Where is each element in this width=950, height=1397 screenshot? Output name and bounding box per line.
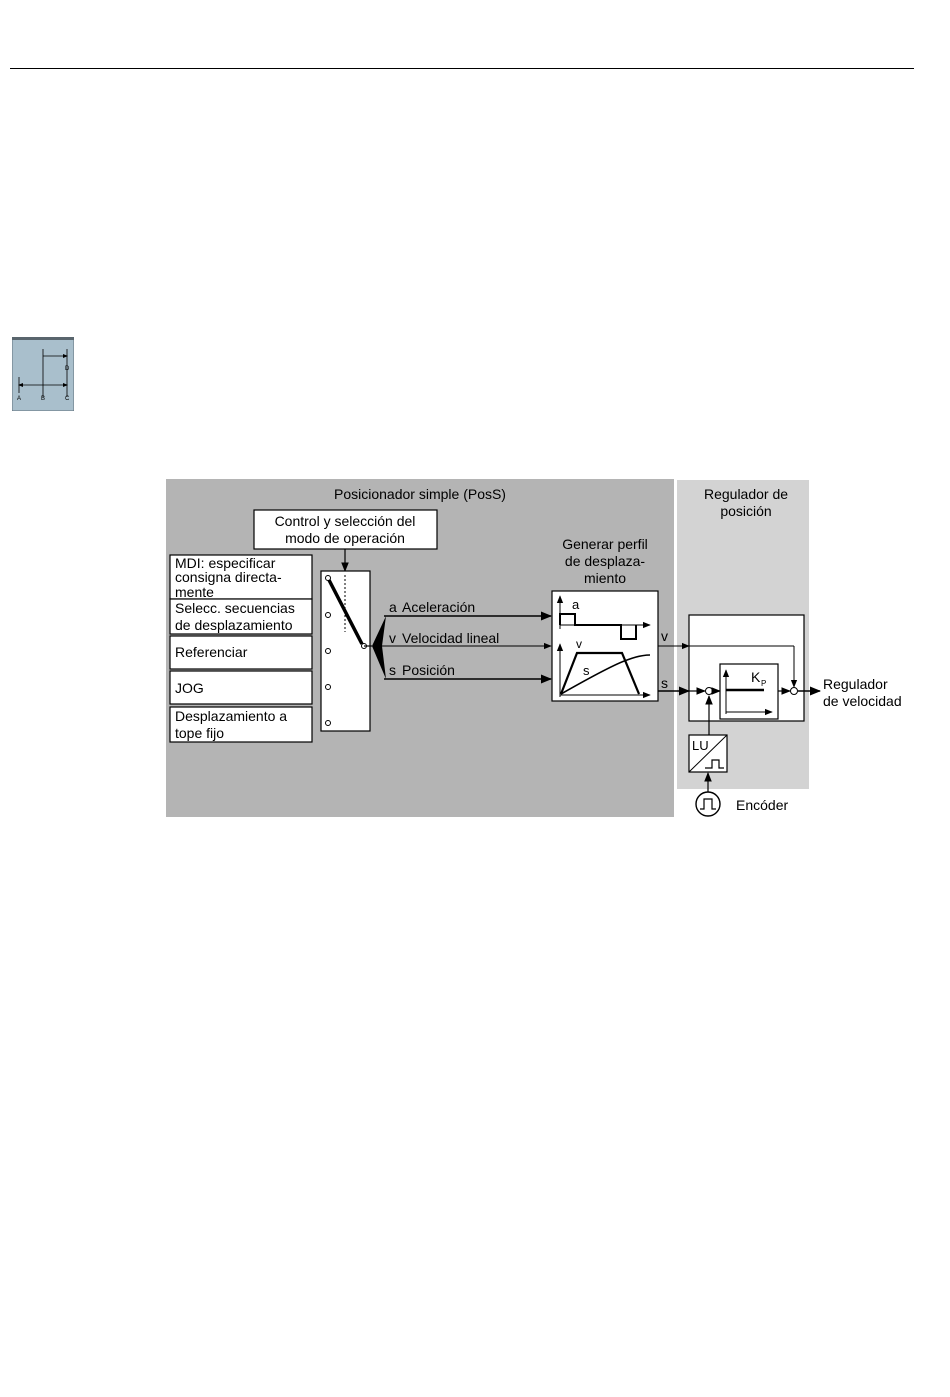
output-label-line1: Regulador [823, 676, 888, 692]
encoder-icon [695, 791, 721, 817]
summing-junction-2 [790, 687, 798, 695]
signal-v-letter: v [389, 630, 396, 646]
mode-mdi-line2: consigna directa- [175, 569, 282, 585]
signal-v-label: Velocidad lineal [402, 630, 499, 646]
profile-title-line3: miento [584, 570, 626, 586]
signal-a-letter: a [389, 599, 397, 615]
control-box-line1: Control y selección del [275, 513, 416, 529]
icon-letter-c: C [65, 396, 70, 402]
profile-title-line1: Generar perfil [562, 536, 648, 552]
control-box [253, 509, 438, 550]
signal-a-label: Aceleración [402, 599, 475, 615]
kp-subscript: P [761, 679, 766, 688]
signal-s-letter: s [389, 662, 396, 678]
regulator-title-line2: posición [720, 503, 771, 519]
header-rule [10, 68, 914, 69]
mode-mdi-line3: mente [175, 584, 214, 600]
icon-letter-a: A [17, 396, 21, 402]
kp-gain-box [719, 663, 779, 720]
out-s-label: s [661, 675, 668, 691]
mode-jog: JOG [175, 680, 204, 696]
regulator-title-line1: Regulador de [704, 486, 788, 502]
poss-title: Posicionador simple (PosS) [334, 486, 506, 502]
summing-junction-1 [705, 687, 713, 695]
mode-box-tope-fijo [169, 706, 313, 743]
mode-box-jog [169, 670, 313, 705]
mode-box-secuencias [169, 598, 313, 635]
icon-letter-b: B [41, 396, 45, 402]
mode-referenciar: Referenciar [175, 644, 248, 660]
signal-s-label: Posición [402, 662, 455, 678]
mode-tope-fijo-line1: Desplazamiento a [175, 708, 287, 724]
mode-box-referenciar [169, 635, 313, 670]
profile-generator-box [551, 590, 659, 702]
profile-v-letter: v [576, 637, 582, 651]
kp-label: K [751, 669, 761, 685]
mode-secuencias-line1: Selecc. secuencias [175, 600, 295, 616]
profile-title-line2: de desplaza- [565, 553, 646, 569]
mode-box-mdi [169, 554, 313, 600]
positioning-axis-icon: A B C D [12, 337, 74, 411]
control-box-line2: modo de operación [285, 530, 405, 546]
mode-secuencias-line2: de desplazamiento [175, 617, 293, 633]
profile-s-letter: s [583, 663, 590, 678]
icon-letter-d: D [65, 366, 70, 372]
profile-a-letter: a [572, 597, 580, 612]
output-label-line2: de velocidad [823, 693, 902, 709]
mode-tope-fijo-line2: tope fijo [175, 725, 224, 741]
lu-label: LU [692, 738, 709, 753]
encoder-label: Encóder [736, 797, 788, 813]
mode-mdi-line1: MDI: especificar [175, 555, 276, 571]
out-v-label: v [661, 628, 668, 644]
